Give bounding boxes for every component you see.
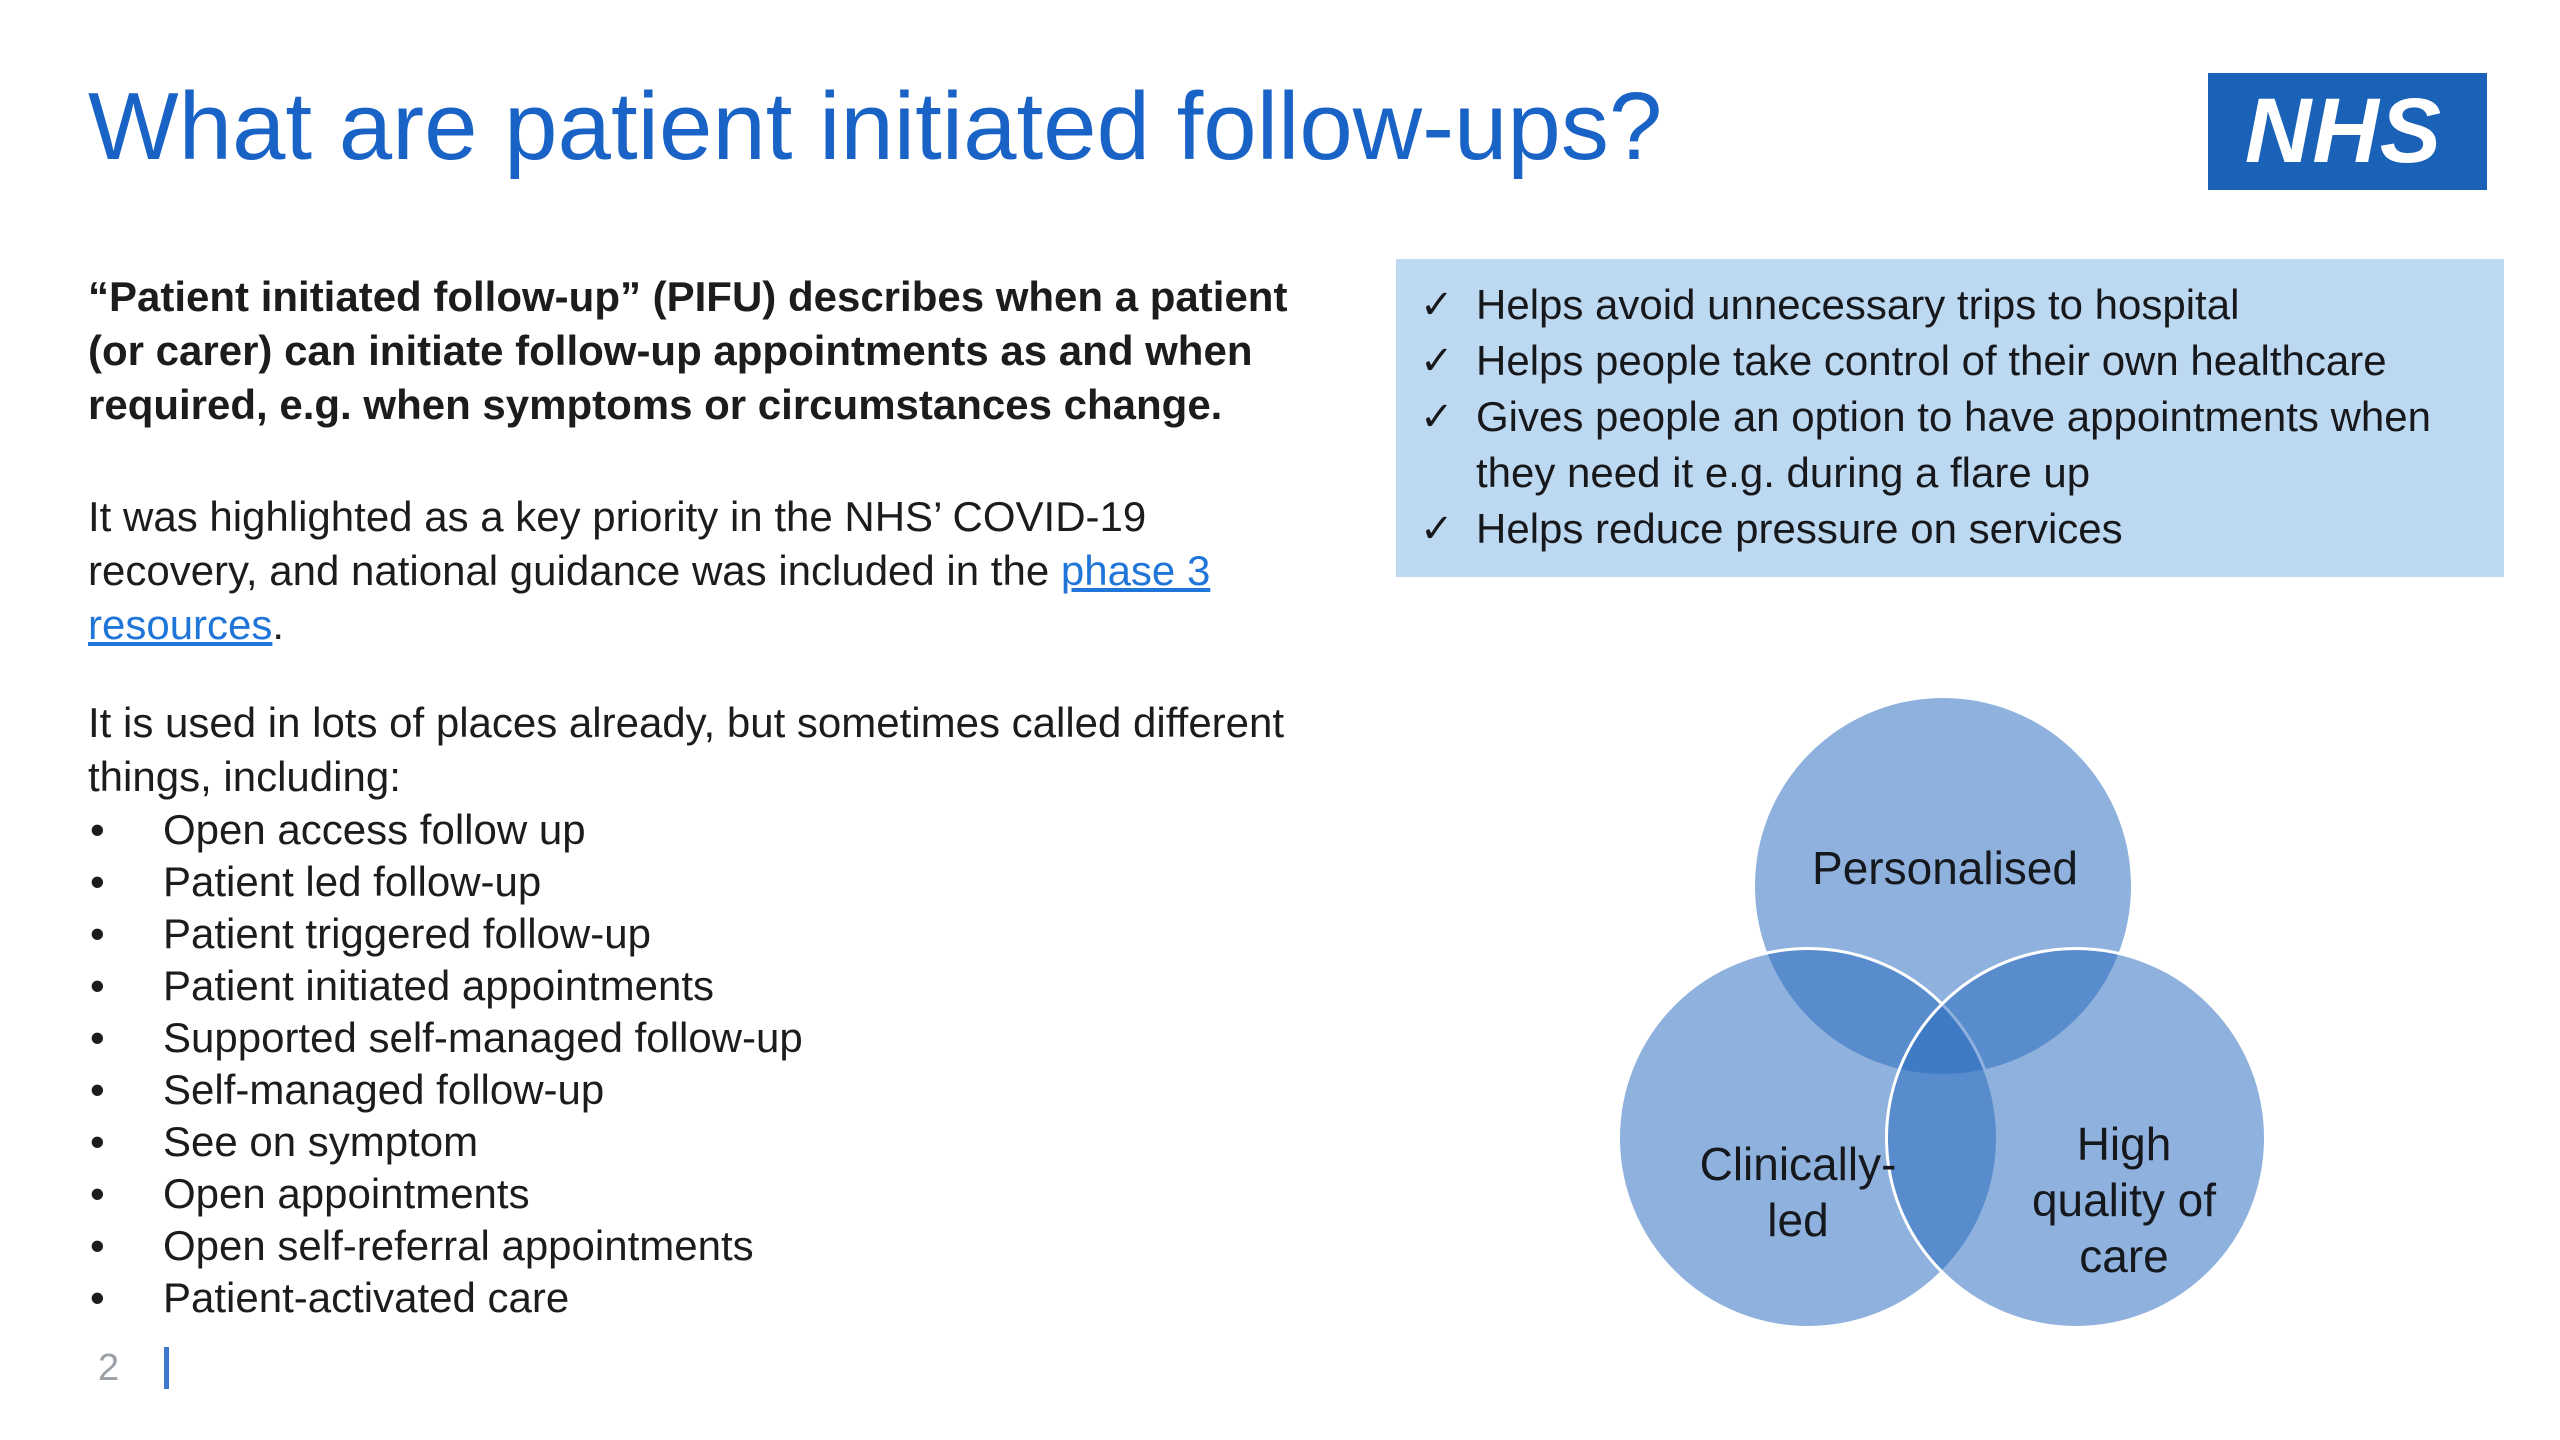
bullet-item: Open access follow up bbox=[88, 804, 1288, 856]
bullet-item-text: Open access follow up bbox=[163, 806, 586, 853]
bullet-item-text: Supported self-managed follow-up bbox=[163, 1014, 803, 1061]
bullet-item-text: Patient triggered follow-up bbox=[163, 910, 651, 957]
checkmark-icon: ✓ bbox=[1420, 507, 1454, 551]
venn-circle-high-quality bbox=[1885, 947, 2267, 1329]
benefit-item: ✓ Helps avoid unnecessary trips to hospi… bbox=[1420, 277, 2488, 333]
bullet-item: Supported self-managed follow-up bbox=[88, 1012, 1288, 1064]
left-column: “Patient initiated follow-up” (PIFU) des… bbox=[88, 270, 1288, 1324]
bullet-item: See on symptom bbox=[88, 1116, 1288, 1168]
bullet-item: Patient led follow-up bbox=[88, 856, 1288, 908]
phase3-resources-link[interactable]: phase 3 resources bbox=[88, 547, 1211, 648]
intro-paragraph: “Patient initiated follow-up” (PIFU) des… bbox=[88, 273, 1288, 428]
covid-paragraph: It was highlighted as a key priority in … bbox=[88, 490, 1288, 652]
benefit-item: ✓ Gives people an option to have appoint… bbox=[1420, 389, 2488, 501]
bullet-item: Patient initiated appointments bbox=[88, 960, 1288, 1012]
benefit-item-text: Helps people take control of their own h… bbox=[1476, 337, 2387, 384]
nhs-logo: NHS bbox=[2208, 73, 2487, 190]
bullet-item: Patient triggered follow-up bbox=[88, 908, 1288, 960]
benefit-item-text: Helps avoid unnecessary trips to hospita… bbox=[1476, 281, 2240, 328]
footer-divider-bar bbox=[164, 1347, 170, 1389]
bullet-item-text: Self-managed follow-up bbox=[163, 1066, 605, 1113]
bullet-list: Open access follow up Patient led follow… bbox=[88, 804, 1288, 1324]
venn-label-clinically-led: Clinically-led bbox=[1699, 1138, 1897, 1246]
benefit-item: ✓ Helps people take control of their own… bbox=[1420, 333, 2488, 389]
bullet-item: Self-managed follow-up bbox=[88, 1064, 1288, 1116]
benefit-item-text: Helps reduce pressure on services bbox=[1476, 505, 2123, 552]
venn-label-high-quality: High quality of care bbox=[2031, 1118, 2217, 1282]
bullet-item: Open self-referral appointments bbox=[88, 1220, 1288, 1272]
bullet-item: Patient-activated care bbox=[88, 1272, 1288, 1324]
footer: 2 bbox=[98, 1346, 170, 1390]
venn-label-personalised: Personalised bbox=[1812, 842, 2078, 894]
page-title: What are patient initiated follow-ups? bbox=[88, 73, 1663, 180]
benefit-item-text: Gives people an option to have appointme… bbox=[1476, 393, 2431, 496]
bullet-item: Open appointments bbox=[88, 1168, 1288, 1220]
bullet-item-text: Patient led follow-up bbox=[163, 858, 542, 905]
covid-text-after: . bbox=[272, 601, 285, 648]
bullet-item-text: Patient-activated care bbox=[163, 1274, 570, 1321]
bullet-item-text: Open self-referral appointments bbox=[163, 1222, 754, 1269]
page-number: 2 bbox=[98, 1347, 120, 1389]
nhs-logo-text: NHS bbox=[2244, 80, 2443, 182]
checkmark-icon: ✓ bbox=[1420, 395, 1454, 439]
bullet-item-text: Patient initiated appointments bbox=[163, 962, 715, 1009]
benefits-box: ✓ Helps avoid unnecessary trips to hospi… bbox=[1396, 259, 2504, 577]
covid-text-before: It was highlighted as a key priority in … bbox=[88, 493, 1147, 594]
bullet-item-text: Open appointments bbox=[163, 1170, 530, 1217]
benefit-item: ✓ Helps reduce pressure on services bbox=[1420, 501, 2488, 557]
list-intro-paragraph: It is used in lots of places already, bu… bbox=[88, 699, 1285, 800]
checkmark-icon: ✓ bbox=[1420, 283, 1454, 327]
bullet-item-text: See on symptom bbox=[163, 1118, 479, 1165]
checkmark-icon: ✓ bbox=[1420, 339, 1454, 383]
